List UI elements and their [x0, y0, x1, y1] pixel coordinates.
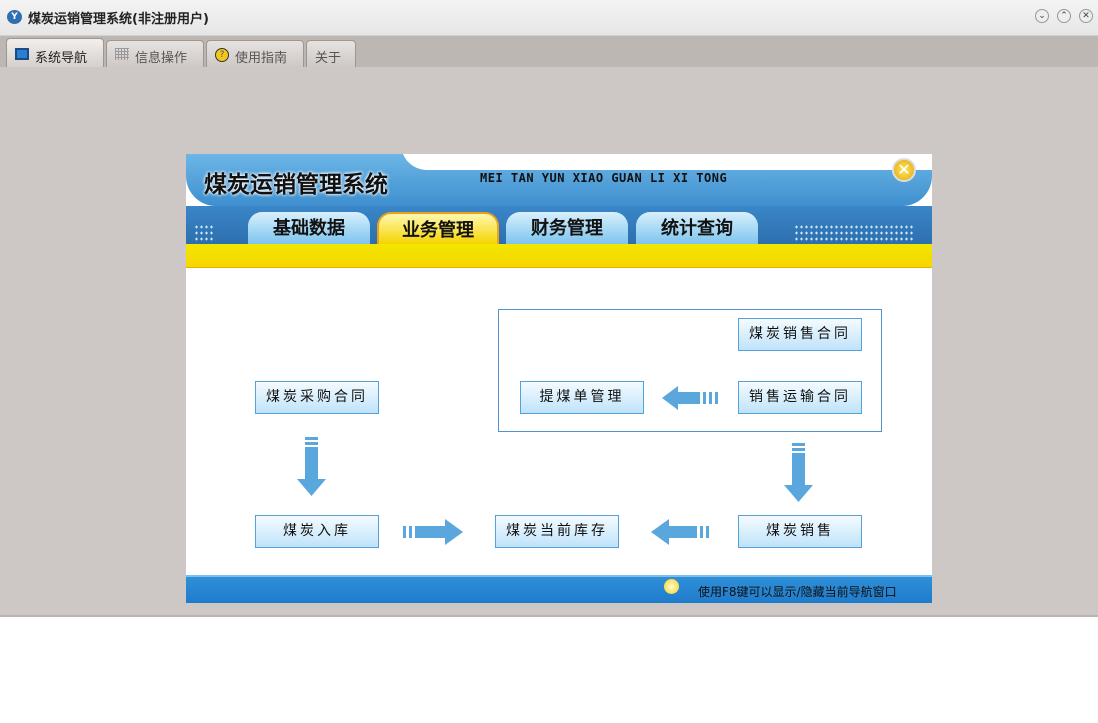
minimize-button[interactable]: ⌄ — [1035, 9, 1049, 23]
footer-tip: 使用F8键可以显示/隐藏当前导航窗口 — [698, 585, 897, 599]
arrow-down-icon — [784, 443, 813, 502]
nav-finance-mgmt[interactable]: 财务管理 — [506, 212, 628, 244]
arrow-left-icon — [651, 519, 709, 545]
main-tab-strip: 系统导航 信息操作 ? 使用指南 关于 — [0, 36, 1098, 67]
app-logo-icon: Y — [7, 10, 22, 24]
sales-group-frame — [498, 309, 882, 432]
nav-statistics[interactable]: 统计查询 — [636, 212, 758, 244]
sales-button[interactable]: 煤炭销售 — [738, 515, 862, 548]
nav-basic-data[interactable]: 基础数据 — [248, 212, 370, 244]
tab-info-ops[interactable]: 信息操作 — [106, 40, 204, 67]
decor-dots — [794, 224, 914, 242]
tab-label: 使用指南 — [235, 51, 288, 66]
system-title: 煤炭运销管理系统 — [204, 172, 388, 198]
window-title: 煤炭运销管理系统(非注册用户) — [28, 12, 209, 27]
inventory-button[interactable]: 煤炭当前库存 — [495, 515, 619, 548]
lightbulb-icon — [664, 579, 679, 594]
close-button[interactable]: ✕ — [1079, 9, 1093, 23]
help-icon: ? — [215, 48, 229, 62]
tab-system-nav[interactable]: 系统导航 — [6, 38, 104, 67]
monitor-icon — [15, 48, 29, 60]
yellow-band — [186, 244, 932, 268]
tab-label: 信息操作 — [135, 51, 188, 66]
purchase-contract-button[interactable]: 煤炭采购合同 — [255, 381, 379, 414]
tab-label: 系统导航 — [35, 51, 88, 66]
arrow-down-icon — [297, 437, 326, 496]
restore-button[interactable]: ⌃ — [1057, 9, 1071, 23]
navigation-panel: 煤炭运销管理系统 MEI TAN YUN XIAO GUAN LI XI TON… — [186, 154, 932, 603]
grid-icon — [115, 48, 129, 60]
tab-user-guide[interactable]: ? 使用指南 — [206, 40, 304, 67]
arrow-left-icon — [662, 386, 718, 410]
decor-dots — [194, 224, 214, 242]
inbound-button[interactable]: 煤炭入库 — [255, 515, 379, 548]
system-pinyin: MEI TAN YUN XIAO GUAN LI XI TONG — [480, 171, 728, 185]
title-bar: Y 煤炭运销管理系统(非注册用户) ⌄ ⌃ ✕ — [0, 0, 1098, 36]
sales-contract-button[interactable]: 煤炭销售合同 — [738, 318, 862, 351]
pickup-mgmt-button[interactable]: 提煤单管理 — [520, 381, 644, 414]
panel-close-button[interactable]: ✕ — [892, 158, 916, 182]
tab-label: 关于 — [315, 51, 342, 66]
tab-about[interactable]: 关于 — [306, 40, 356, 67]
nav-business-mgmt[interactable]: 业务管理 — [377, 212, 499, 244]
module-nav: 基础数据 业务管理 财务管理 统计查询 — [186, 206, 932, 244]
panel-footer: 使用F8键可以显示/隐藏当前导航窗口 — [186, 575, 932, 603]
arrow-right-icon — [403, 519, 463, 545]
transport-contract-button[interactable]: 销售运输合同 — [738, 381, 862, 414]
panel-header: 煤炭运销管理系统 MEI TAN YUN XIAO GUAN LI XI TON… — [186, 154, 932, 206]
